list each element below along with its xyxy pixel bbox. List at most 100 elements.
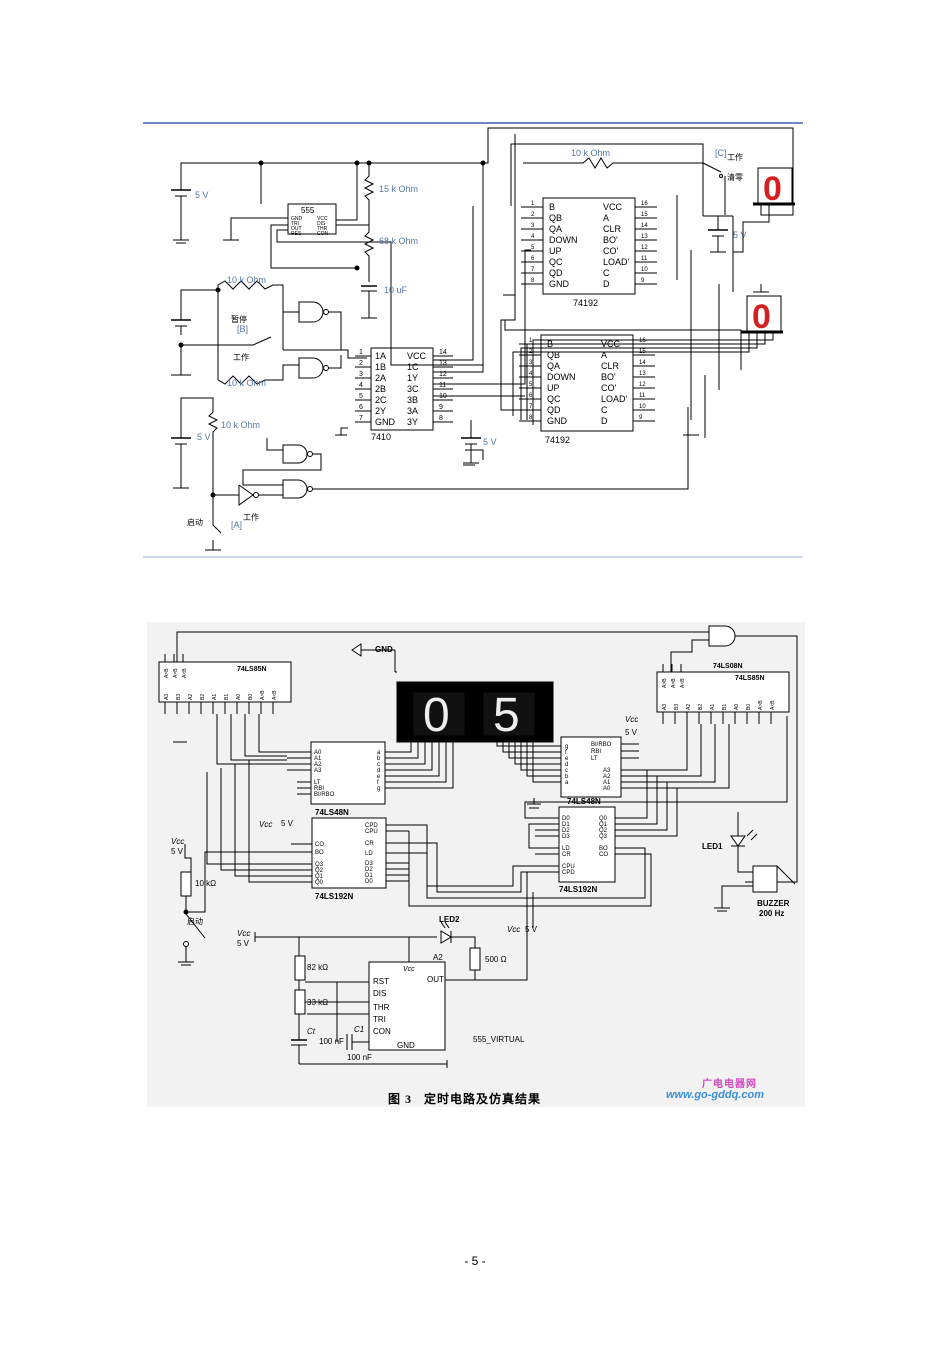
pin-label: A<B bbox=[182, 668, 188, 678]
pin-number: 15 bbox=[641, 212, 648, 218]
pin-label: VCC bbox=[407, 351, 427, 361]
pin-number: 6 bbox=[531, 256, 535, 262]
label-buzzer-freq: 200 Hz bbox=[759, 909, 784, 918]
svg-text:CON: CON bbox=[373, 1027, 391, 1036]
pin-label: CO' bbox=[603, 246, 619, 256]
pin-number: 11 bbox=[639, 393, 646, 399]
pin-number: 9 bbox=[639, 415, 643, 421]
pin-label: A3 bbox=[314, 768, 322, 774]
pin-label: B3 bbox=[674, 704, 680, 710]
bus-wire bbox=[637, 776, 658, 825]
pin-label: e bbox=[377, 774, 381, 780]
svg-text:74192: 74192 bbox=[545, 435, 570, 445]
pin-number: 12 bbox=[641, 245, 648, 251]
pin-number: 13 bbox=[641, 234, 648, 240]
bus-wire bbox=[637, 770, 648, 819]
label-555-virtual: 555_VIRTUAL bbox=[473, 1035, 525, 1044]
figure-caption: 图 3 定时电路及仿真结果 bbox=[388, 1090, 541, 1107]
label-10uf: 10 uF bbox=[384, 285, 408, 295]
svg-text:74LS85N: 74LS85N bbox=[237, 666, 267, 673]
svg-text:74LS48N: 74LS48N bbox=[315, 808, 349, 817]
pin-label: A2 bbox=[314, 762, 322, 768]
pin-number: 5 bbox=[359, 393, 363, 400]
bus-wire bbox=[244, 714, 287, 757]
bus-wire bbox=[234, 764, 291, 877]
svg-text:GND: GND bbox=[397, 1041, 415, 1050]
pin-number: 3 bbox=[531, 223, 535, 229]
svg-text:VCC: VCC bbox=[317, 216, 328, 222]
pin-label: A3 bbox=[164, 694, 170, 700]
pin-label: Q0 bbox=[315, 880, 324, 886]
pin-label: f bbox=[565, 750, 567, 756]
pin-number: 3 bbox=[529, 360, 533, 366]
pin-label: LOAD' bbox=[601, 394, 628, 404]
pin-label: B3 bbox=[176, 694, 182, 700]
pin-number: 1 bbox=[529, 338, 533, 344]
pin-label: CO bbox=[599, 852, 608, 858]
bus-wire bbox=[408, 831, 652, 907]
pin-label: QA bbox=[549, 224, 562, 234]
comparator-left: 74LS85N bbox=[158, 661, 292, 703]
pin-label: A=B bbox=[671, 678, 677, 688]
bus-wire bbox=[206, 772, 291, 865]
pin-label: D3 bbox=[365, 861, 373, 867]
label-5v-a: 5 V bbox=[195, 190, 209, 200]
pin-label: CR bbox=[365, 841, 374, 847]
pin-number: 7 bbox=[359, 415, 363, 422]
svg-text:7410: 7410 bbox=[371, 432, 391, 442]
pin-label: BI/RBO bbox=[591, 742, 612, 748]
svg-text:0: 0 bbox=[752, 298, 771, 336]
label-key-c: [C] bbox=[715, 148, 727, 158]
svg-text:74LS85N: 74LS85N bbox=[735, 675, 765, 682]
pin-label: A0 bbox=[734, 704, 740, 710]
display-wire bbox=[502, 742, 541, 753]
svg-text:Vcc: Vcc bbox=[403, 966, 415, 973]
chip-74192-lower: 74192 bbox=[540, 334, 634, 445]
display-wire bbox=[508, 742, 541, 759]
svg-text:THR: THR bbox=[317, 226, 328, 232]
pin-label: CPU bbox=[365, 829, 378, 835]
pin-label: D2 bbox=[365, 867, 373, 873]
pin-label: DOWN bbox=[547, 372, 576, 382]
pin-label: VCC bbox=[603, 202, 623, 212]
svg-text:74LS192N: 74LS192N bbox=[315, 892, 353, 901]
display-wire bbox=[496, 742, 541, 747]
label-100nf-a: 100 nF bbox=[319, 1037, 344, 1046]
label-vcc-a: Vcc bbox=[259, 820, 272, 829]
pin-label: 1B bbox=[375, 362, 386, 372]
svg-text:CON: CON bbox=[317, 231, 329, 237]
pin-label: CPD bbox=[365, 823, 378, 829]
pin-label: CPU bbox=[562, 864, 575, 870]
pin-number: 6 bbox=[359, 404, 363, 411]
pin-label: f bbox=[377, 780, 379, 786]
pin-label: CLR bbox=[601, 361, 620, 371]
pin-label: A0 bbox=[603, 786, 611, 792]
bus-wire bbox=[258, 714, 287, 753]
pin-label: RBI bbox=[591, 749, 601, 755]
pin-label: 1C bbox=[407, 362, 419, 372]
seven-seg-display-2: 0 bbox=[512, 295, 783, 425]
pin-label: B1 bbox=[224, 694, 230, 700]
pin-label: C bbox=[601, 405, 608, 415]
pin-label: Q3 bbox=[315, 862, 324, 868]
pin-label: D2 bbox=[562, 828, 570, 834]
display-wire bbox=[514, 742, 541, 765]
bus-wire bbox=[645, 724, 688, 771]
label-led2: LED2 bbox=[439, 915, 460, 924]
pin-label: A<B bbox=[680, 678, 686, 688]
label-10k-c: 10 k Ohm bbox=[221, 420, 260, 430]
pin-number: 4 bbox=[359, 382, 363, 389]
pin-number: 10 bbox=[641, 267, 648, 273]
pin-number: 7 bbox=[529, 404, 533, 410]
pin-label: BO bbox=[599, 846, 608, 852]
bus-wire bbox=[528, 823, 535, 849]
decoder-left: 74LS48N bbox=[310, 741, 386, 817]
pin-label: 3A bbox=[407, 406, 418, 416]
and-gate bbox=[708, 625, 736, 647]
pin-number: 10 bbox=[639, 404, 646, 410]
pin-label: b bbox=[377, 756, 381, 762]
page-number: - 5 - bbox=[464, 1254, 486, 1268]
caption-label: 图 3 bbox=[388, 1092, 413, 1106]
pin-label: g bbox=[565, 744, 568, 750]
